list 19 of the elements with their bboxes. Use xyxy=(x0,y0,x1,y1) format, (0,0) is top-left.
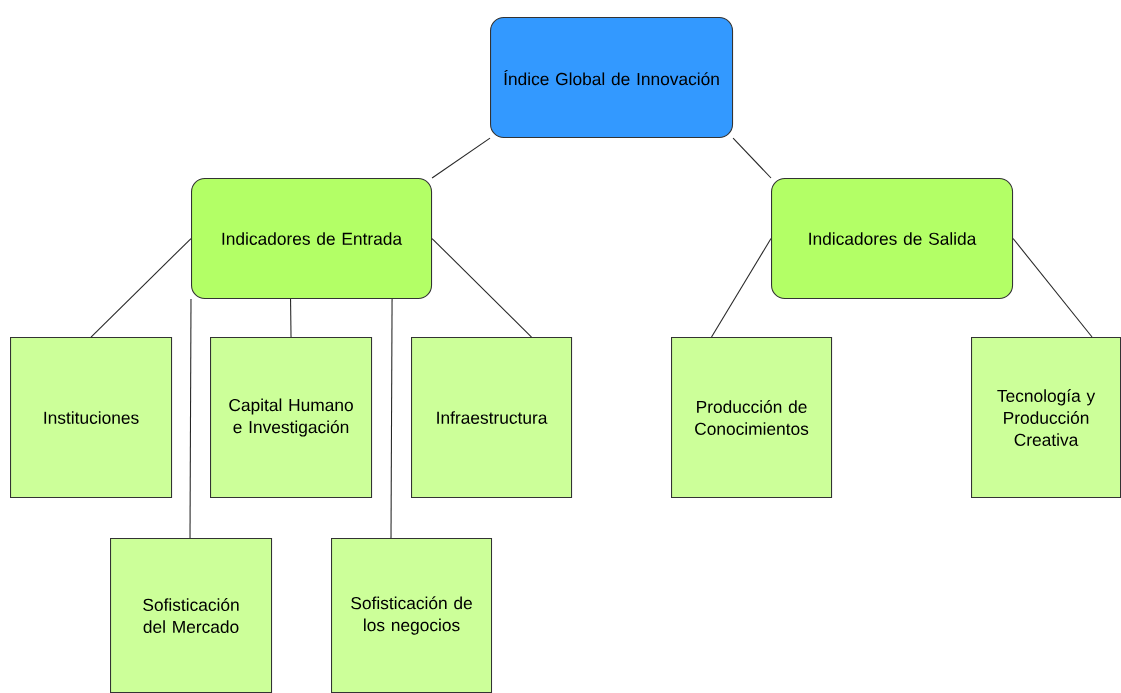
category-box: Indicadores de Salida xyxy=(771,178,1014,300)
connector-line xyxy=(90,238,192,338)
category-box: Indicadores de Entrada xyxy=(191,178,433,300)
indicator-box: Capital Humano e Investigación xyxy=(210,337,373,499)
connector-line xyxy=(431,238,533,338)
indicator-box: Sofisticación del Mercado xyxy=(110,538,273,693)
connector-line xyxy=(290,298,292,338)
connector-line xyxy=(431,137,491,179)
indicator-box: Producción de Conocimientos xyxy=(671,337,833,499)
indicator-box: Tecnología y Producción Creativa xyxy=(971,337,1121,499)
connector-line xyxy=(390,298,393,539)
connector-line xyxy=(1012,238,1093,338)
indicator-box: Instituciones xyxy=(10,337,173,499)
connector-line xyxy=(732,137,772,179)
connector-line xyxy=(711,238,772,338)
indicator-box: Sofisticación de los negocios xyxy=(331,538,493,693)
connector-line xyxy=(189,298,192,539)
root-box: Índice Global de Innovación xyxy=(490,17,734,139)
indicator-box: Infraestructura xyxy=(411,337,573,499)
